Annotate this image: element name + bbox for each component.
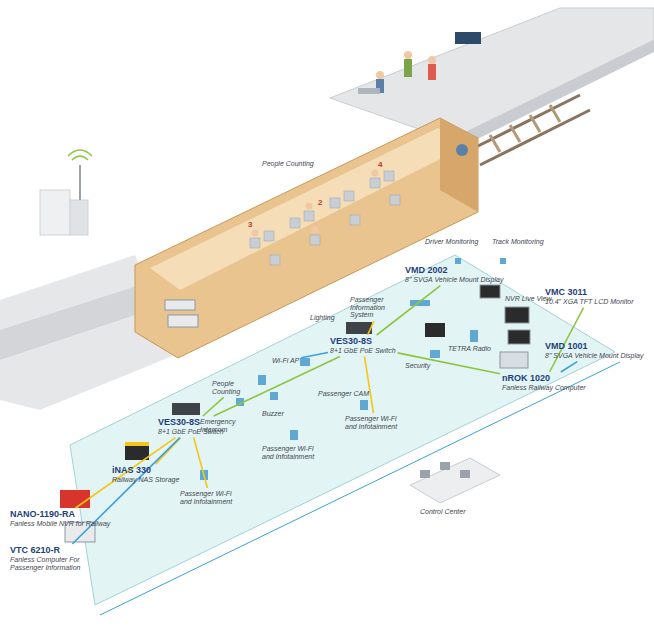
node-title: Passenger Wi-Fi and Infotainment <box>262 445 322 460</box>
network-cable <box>301 353 328 358</box>
platform-edge <box>450 40 654 150</box>
seats <box>250 171 400 265</box>
function-label: Passenger Wi-Fi and Infotainment <box>345 415 405 430</box>
device-label: VES30-8S8+1 GbE PoE Switch <box>158 418 224 436</box>
node-title: People Counting <box>262 160 314 168</box>
node-title: Driver Monitoring <box>425 238 478 246</box>
device-label: VMC 301110.4" XGA TFT LCD Monitor <box>545 288 634 306</box>
network-cable <box>561 362 577 372</box>
function-label: Track Monitoring <box>492 238 544 246</box>
node-title: VES30-8S <box>158 418 224 428</box>
node-title: VMC 3011 <box>545 288 634 298</box>
node-title: VTC 6210-R <box>10 546 105 556</box>
platform-sign <box>455 32 481 44</box>
node-title: Wi-Fi AP <box>272 357 299 365</box>
function-label: Driver Monitoring <box>425 238 478 246</box>
node-title: VES30-8S <box>330 337 396 347</box>
function-label: People Counting <box>212 380 257 395</box>
node-title: Track Monitoring <box>492 238 544 246</box>
network-cable <box>203 397 224 416</box>
node-title: NVR Live View <box>505 295 552 303</box>
function-label: People Counting <box>262 160 314 168</box>
node-subtitle: Railway NAS Storage <box>112 476 179 484</box>
device-label: VTC 6210-RFanless Computer For Passenger… <box>10 546 105 571</box>
node-subtitle: Fanless Railway Computer <box>502 384 586 392</box>
node-title: Passenger Wi-Fi and Infotainment <box>345 415 405 430</box>
function-label: Passenger Information System <box>350 296 410 319</box>
building <box>70 200 88 235</box>
network-cable <box>194 438 208 488</box>
node-subtitle: Fanless Computer For Passenger Informati… <box>10 556 105 571</box>
network-cable <box>368 321 374 335</box>
function-label: Security <box>405 362 430 370</box>
node-title: Control Center <box>420 508 466 516</box>
function-label: Passenger Wi-Fi and Infotainment <box>262 445 322 460</box>
function-label: Lighting <box>310 314 335 322</box>
node-subtitle: 8" SVGA Vehicle Mount Display <box>405 276 503 284</box>
node-title: Passenger Information System <box>350 296 410 319</box>
sleepers <box>490 105 560 152</box>
plate-edge <box>100 362 620 615</box>
callout-number: 2 <box>318 198 322 207</box>
device-icons <box>60 258 530 542</box>
node-title: iNAS 330 <box>112 466 179 476</box>
network-cable <box>72 438 180 544</box>
node-title: TETRA Radio <box>448 345 491 353</box>
node-title: People Counting <box>212 380 257 395</box>
node-title: Security <box>405 362 430 370</box>
train-car <box>0 285 150 360</box>
node-subtitle: 8+1 GbE PoE Switch <box>158 428 224 436</box>
antenna <box>79 165 81 200</box>
device-label: VMD 20028" SVGA Vehicle Mount Display <box>405 266 503 284</box>
rails <box>470 95 590 165</box>
network-cable <box>550 308 584 372</box>
node-subtitle: Fanless Mobile NVR for Railway <box>10 520 110 528</box>
node-subtitle: 8+1 GbE PoE Switch <box>330 347 396 355</box>
passengers <box>358 51 436 94</box>
signal-waves <box>68 150 92 160</box>
function-label: TETRA Radio <box>448 345 491 353</box>
node-title: Buzzer <box>262 410 284 418</box>
callout-number: 3 <box>248 220 252 229</box>
node-title: nROK 1020 <box>502 374 586 384</box>
node-subtitle: 10.4" XGA TFT LCD Monitor <box>545 298 634 306</box>
network-cable <box>377 286 441 335</box>
driver <box>456 144 468 156</box>
function-label: Passenger CAM <box>318 390 369 398</box>
network-cable <box>365 357 374 413</box>
node-title: Passenger CAM <box>318 390 369 398</box>
onboard-devices <box>165 300 198 327</box>
device-label: VMD 10018" SVGA Vehicle Mount Display <box>545 342 643 360</box>
node-title: Passenger Wi-Fi and Infotainment <box>180 490 240 505</box>
network-cable <box>398 353 500 374</box>
node-title: Lighting <box>310 314 335 322</box>
node-title: VMD 2002 <box>405 266 503 276</box>
function-label: Buzzer <box>262 410 284 418</box>
network-plate <box>70 255 615 605</box>
seated-passengers <box>252 170 379 237</box>
device-label: VES30-8S8+1 GbE PoE Switch <box>330 337 396 355</box>
train-cab <box>440 118 478 212</box>
function-label: Passenger Wi-Fi and Infotainment <box>180 490 240 505</box>
device-label: nROK 1020Fanless Railway Computer <box>502 374 586 392</box>
device-label: NANO-1190-RAFanless Mobile NVR for Railw… <box>10 510 110 528</box>
node-title: VMD 1001 <box>545 342 643 352</box>
device-label: iNAS 330Railway NAS Storage <box>112 466 179 484</box>
building <box>40 190 70 235</box>
callout-number: 4 <box>378 160 382 169</box>
function-label: Control Center <box>420 508 466 516</box>
function-label: Wi-Fi AP <box>272 357 299 365</box>
function-label: NVR Live View <box>505 295 552 303</box>
node-subtitle: 8" SVGA Vehicle Mount Display <box>545 352 643 360</box>
node-title: NANO-1190-RA <box>10 510 110 520</box>
control-center <box>410 458 500 503</box>
